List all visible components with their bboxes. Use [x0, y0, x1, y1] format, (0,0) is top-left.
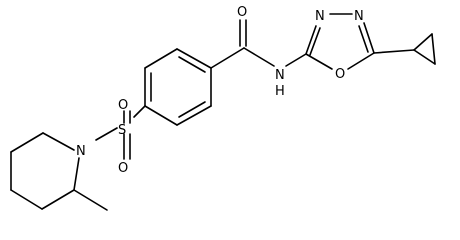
piperidine-nitrogen-label: N	[76, 144, 86, 159]
benzene-ring	[144, 48, 212, 126]
oxadiazole-ring	[305, 13, 375, 70]
amide-nitrogen-label: N	[275, 68, 285, 83]
sulfur-label: S	[118, 123, 126, 138]
sulfonyl-oxygen-bottom-label: O	[118, 161, 128, 176]
amide-group	[210, 19, 307, 69]
oxadiazole-nitrogen-left-label: N	[315, 9, 325, 24]
piperidine-ring	[10, 132, 108, 211]
oxadiazole-nitrogen-right-label: N	[354, 9, 364, 24]
structure-drawing: O N H N N O S O O N	[10, 5, 436, 211]
sulfonyl-group	[95, 105, 146, 160]
sulfonyl-oxygen-top-label: O	[118, 98, 128, 113]
amide-hydrogen-label: H	[275, 84, 285, 99]
cyclopropyl-group	[373, 33, 436, 65]
carbonyl-oxygen-label: O	[237, 5, 247, 20]
oxadiazole-oxygen-label: O	[335, 67, 345, 82]
molecule-structure: O N H N N O S O O N	[10, 5, 436, 211]
